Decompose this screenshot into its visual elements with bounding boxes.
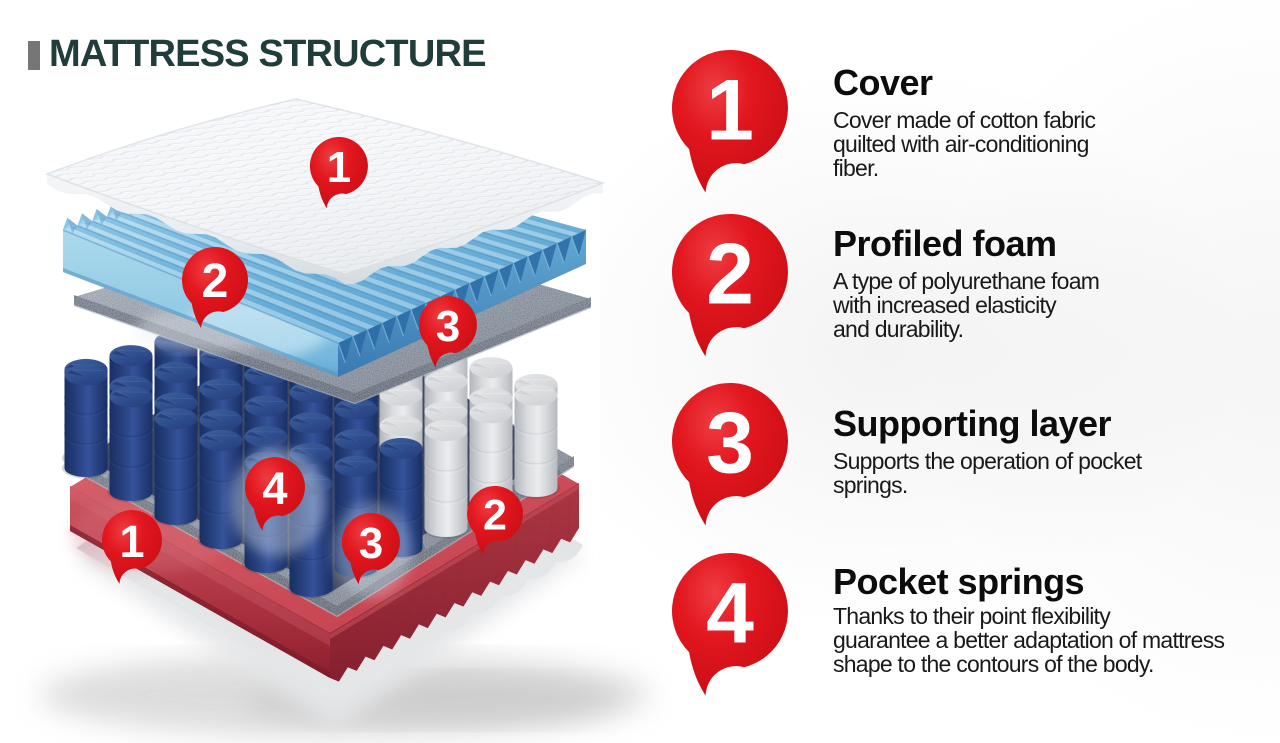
svg-text:1: 1 (327, 143, 351, 192)
svg-text:4: 4 (706, 566, 754, 662)
svg-text:3: 3 (436, 302, 460, 351)
svg-text:2: 2 (706, 227, 754, 323)
svg-text:1: 1 (119, 516, 144, 567)
svg-text:3: 3 (359, 519, 383, 568)
svg-text:2: 2 (202, 255, 229, 308)
svg-text:1: 1 (706, 63, 754, 159)
svg-text:4: 4 (262, 463, 287, 514)
svg-text:2: 2 (483, 491, 507, 539)
svg-text:3: 3 (706, 396, 754, 492)
